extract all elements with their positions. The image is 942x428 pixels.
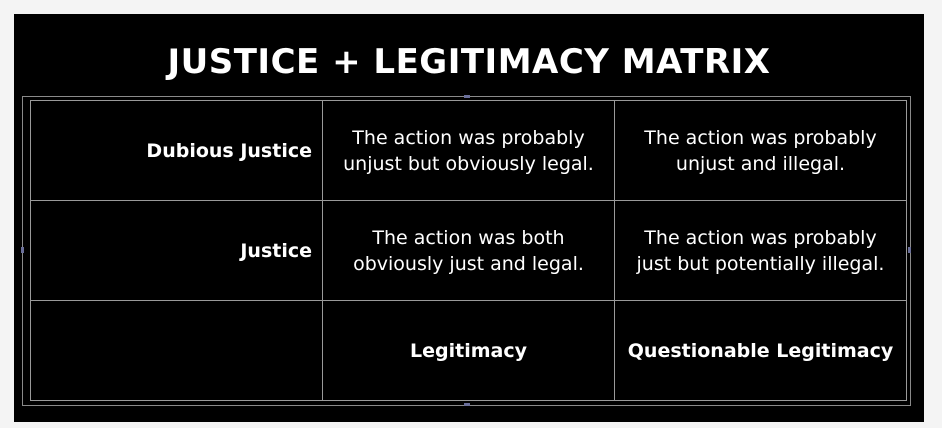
matrix-title: JUSTICE + LEGITIMACY MATRIX xyxy=(167,42,771,82)
resize-handle-top[interactable] xyxy=(464,95,470,98)
matrix-row-column-labels: Legitimacy Questionable Legitimacy xyxy=(30,300,907,401)
resize-handle-right[interactable] xyxy=(908,247,911,253)
row-label-dubious-justice[interactable]: Dubious Justice xyxy=(30,100,323,201)
row-label-justice[interactable]: Justice xyxy=(30,200,323,301)
slide: JUSTICE + LEGITIMACY MATRIX Dubious Just… xyxy=(14,14,924,422)
column-label-questionable-legitimacy[interactable]: Questionable Legitimacy xyxy=(614,300,907,401)
cell-dubious-justice-questionable-legitimacy[interactable]: The action was probably unjust and illeg… xyxy=(614,100,907,201)
corner-cell[interactable] xyxy=(30,300,323,401)
matrix-row-justice: Justice The action was both obviously ju… xyxy=(30,200,907,301)
cell-justice-legitimacy[interactable]: The action was both obviously just and l… xyxy=(322,200,615,301)
cell-dubious-justice-legitimacy[interactable]: The action was probably unjust but obvio… xyxy=(322,100,615,201)
cell-justice-questionable-legitimacy[interactable]: The action was probably just but potenti… xyxy=(614,200,907,301)
matrix-row-dubious-justice: Dubious Justice The action was probably … xyxy=(30,100,907,201)
column-label-legitimacy[interactable]: Legitimacy xyxy=(322,300,615,401)
resize-handle-bottom[interactable] xyxy=(464,403,470,406)
justice-legitimacy-matrix[interactable]: Dubious Justice The action was probably … xyxy=(30,100,907,401)
resize-handle-left[interactable] xyxy=(21,247,24,253)
